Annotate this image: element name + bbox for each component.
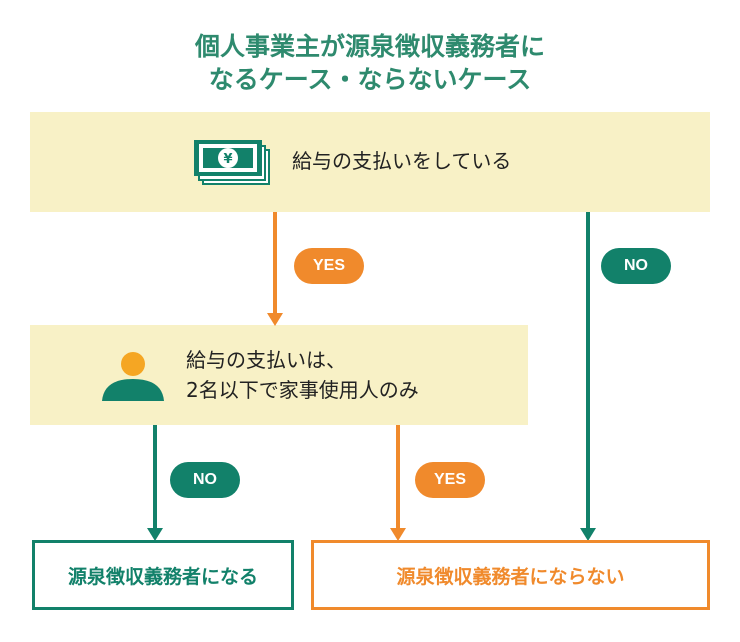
question-salary-text: 給与の支払いをしている bbox=[292, 149, 512, 173]
person-icon bbox=[102, 352, 164, 401]
currency-symbol: ¥ bbox=[223, 152, 232, 167]
arrowhead-yes-1 bbox=[267, 313, 283, 326]
arrowhead-no-2 bbox=[147, 528, 163, 541]
money-icon: ¥ bbox=[194, 140, 270, 185]
diagram-title: 個人事業主が源泉徴収義務者に なるケース・ならないケース bbox=[0, 30, 740, 96]
result-not-becomes-text: 源泉徴収義務者にならない bbox=[396, 565, 625, 588]
result-becomes-text: 源泉徴収義務者になる bbox=[67, 565, 258, 588]
no-label-2: NO bbox=[170, 462, 240, 498]
yes-label-2: YES bbox=[415, 462, 485, 498]
result-becomes-withholder: 源泉徴収義務者になる bbox=[32, 540, 294, 610]
arrowhead-no-1 bbox=[580, 528, 596, 541]
arrowhead-yes-2 bbox=[390, 528, 406, 541]
question-box-domestic: 給与の支払いは、 2名以下で家事使用人のみ bbox=[30, 325, 528, 425]
title-line-1: 個人事業主が源泉徴収義務者に bbox=[194, 32, 545, 61]
yes-label-1: YES bbox=[294, 248, 364, 284]
result-not-withholder: 源泉徴収義務者にならない bbox=[311, 540, 710, 610]
question-domestic-line2: 2名以下で家事使用人のみ bbox=[186, 378, 419, 402]
question-domestic-line1: 給与の支払いは、 bbox=[186, 348, 346, 372]
question-box-salary: ¥ 給与の支払いをしている bbox=[30, 112, 710, 212]
no-label-1: NO bbox=[601, 248, 671, 284]
title-line-2: なるケース・ならないケース bbox=[208, 65, 532, 94]
